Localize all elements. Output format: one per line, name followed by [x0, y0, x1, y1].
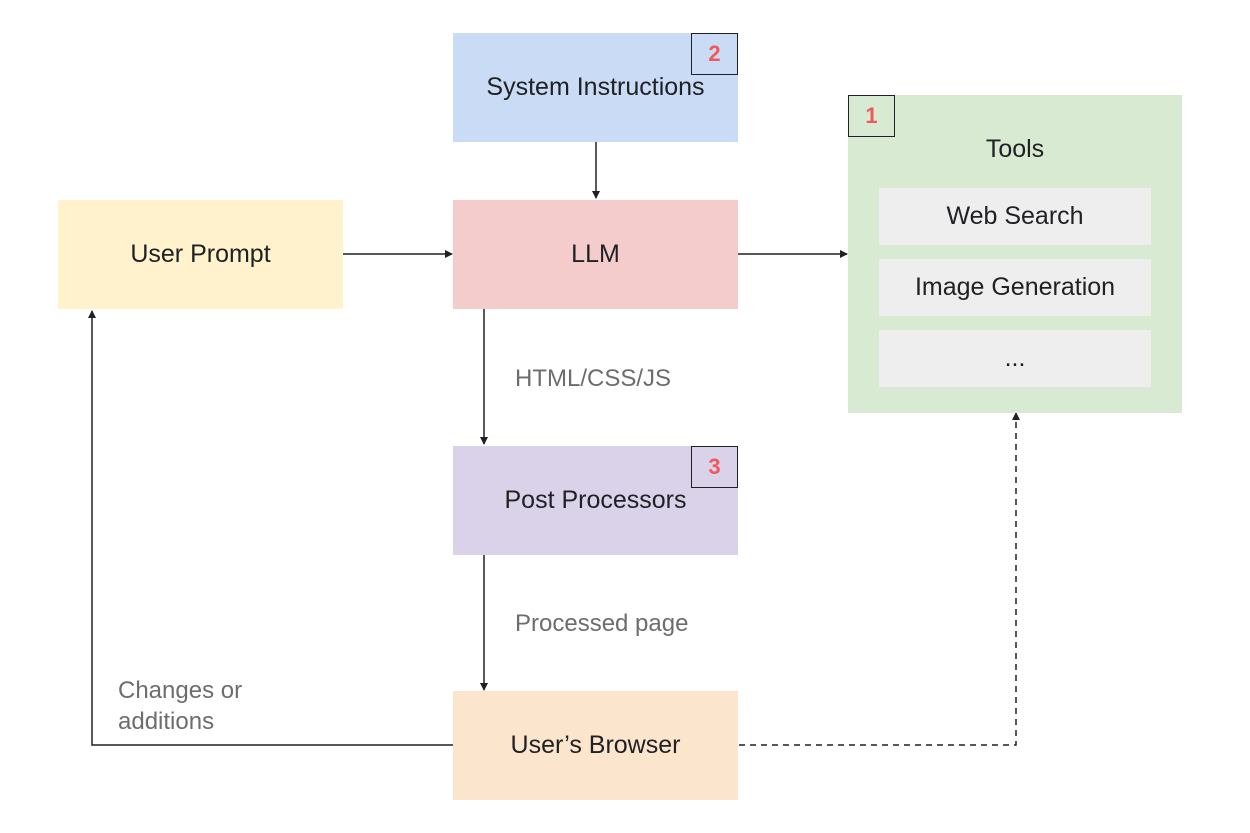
edge-label-html-css-js: HTML/CSS/JS: [515, 365, 672, 392]
tools-panel: 1 Tools Web Search Image Generation ...: [848, 95, 1182, 413]
edge-label-changes-or-additions: Changes or additions: [118, 677, 243, 735]
tool-item-image-generation: Image Generation: [879, 259, 1151, 316]
tools-title: Tools: [985, 135, 1045, 163]
tool-item-more: ...: [879, 330, 1151, 387]
users-browser-box: User’s Browser: [453, 691, 738, 800]
edge-label-processed-page: Processed page: [515, 610, 689, 637]
llm-label: LLM: [571, 240, 620, 268]
badge-3: 3: [691, 446, 738, 488]
post-processors-box: Post Processors 3: [453, 446, 738, 555]
llm-box: LLM: [453, 200, 738, 309]
users-browser-label: User’s Browser: [510, 731, 681, 759]
badge-1: 1: [848, 95, 895, 137]
user-prompt-label: User Prompt: [130, 240, 271, 268]
system-instructions-label: System Instructions: [486, 73, 705, 101]
badge-2: 2: [691, 33, 738, 75]
arrow-browser-to-prompt: [88, 310, 453, 746]
system-instructions-box: System Instructions 2: [453, 33, 738, 142]
arrow-browser-to-tools: [739, 412, 1020, 746]
post-processors-label: Post Processors: [504, 486, 687, 514]
tool-item-web-search: Web Search: [879, 188, 1151, 245]
user-prompt-box: User Prompt: [58, 200, 343, 309]
